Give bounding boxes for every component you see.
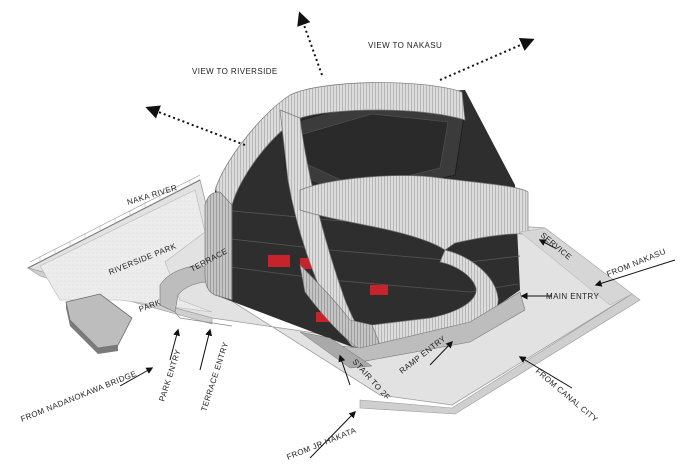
approach-arrows <box>119 239 676 459</box>
label-main-entry: MAIN ENTRY <box>546 292 599 301</box>
park-planter <box>65 293 133 354</box>
arrow-from-nadanokawa <box>119 367 154 387</box>
ribbon-top-band <box>299 175 529 251</box>
arrow-terrace-entry <box>199 328 213 371</box>
ribbon-left-wall <box>204 191 233 301</box>
label-from-jr-hakata: FROM JR HAKATA <box>285 426 357 462</box>
service-area <box>519 227 633 306</box>
label-from-nadanokawa-bridge: FROM NADANOKAWA BRIDGE <box>19 369 138 424</box>
label-from-canal-city: FROM CANAL CITY <box>534 367 600 425</box>
label-terrace-entry: TERRACE ENTRY <box>199 341 230 413</box>
arrow-from-nakasu <box>594 259 676 287</box>
view-arrow-north <box>297 11 323 76</box>
view-arrow-nakasu <box>439 38 535 81</box>
label-park-entry: PARK ENTRY <box>157 348 182 403</box>
building-roof <box>284 99 466 201</box>
arrow-service <box>538 239 556 249</box>
view-arrows <box>145 11 535 146</box>
arrow-stair-to-2f <box>338 354 351 386</box>
label-from-nakasu: FROM NAKASU <box>605 247 667 279</box>
riverside-railing <box>27 174 201 269</box>
label-view-to-riverside: VIEW TO RIVERSIDE <box>192 67 278 76</box>
arrow-ramp-entry <box>429 340 453 366</box>
arrow-from-jr-hakata <box>309 410 356 459</box>
arrow-from-canal-city <box>518 356 573 389</box>
ribbon-back-loop <box>214 82 466 206</box>
label-view-to-nakasu: VIEW TO NAKASU <box>368 41 442 50</box>
arrow-park-entry <box>169 328 180 361</box>
entry-plinth <box>299 291 526 369</box>
view-arrow-riverside <box>145 105 246 146</box>
